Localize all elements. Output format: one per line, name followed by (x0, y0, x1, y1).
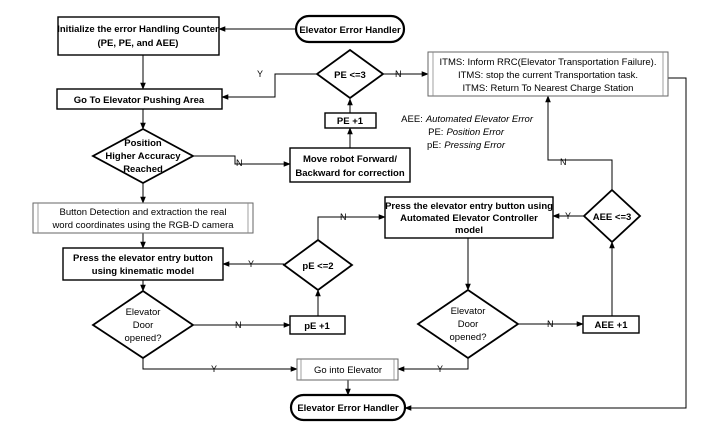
door2-line-1: Elevator (451, 306, 486, 317)
label-pe2-no: N (340, 212, 347, 222)
label-door2-yes: Y (437, 364, 443, 374)
legend: AEE:Automated Elevator Error PE:Position… (401, 114, 534, 151)
legend-aee: AEE:Automated Elevator Error (401, 114, 534, 125)
button-detection-line-1: Button Detection and extraction the real (60, 207, 227, 218)
pe2-label: pE <=2 (302, 261, 333, 272)
itms-process: ITMS: Inform RRC(Elevator Transportation… (427, 51, 669, 97)
edge-pe3-yes (221, 73, 317, 100)
door2-line-2: Door (458, 319, 479, 330)
pe-increment-process: PE +1 (324, 112, 377, 129)
aee-increment-process: AEE +1 (582, 315, 640, 334)
door2-decision: Elevator Door opened? (416, 288, 520, 360)
itms-line-3: ITMS: Return To Nearest Charge Station (463, 83, 634, 94)
edge-position-no (193, 155, 291, 167)
edge-door2-yes (397, 358, 469, 372)
itms-line-2: ITMS: stop the current Transportation ta… (458, 70, 638, 81)
aee-increment-label: AEE +1 (594, 320, 628, 331)
move-robot-line-2: Backward for correction (295, 168, 404, 179)
pe2-increment-label: pE +1 (304, 321, 330, 332)
door1-line-1: Elevator (126, 307, 161, 318)
press-aec-line-3: model (455, 225, 483, 236)
pe2-increment-process: pE +1 (289, 315, 346, 335)
goto-area-process: Go To Elevator Pushing Area (56, 88, 223, 110)
pe3-label: PE <=3 (334, 70, 366, 81)
init-line-1: Initialize the error Handling Counter (57, 24, 219, 35)
position-line-1: Position (124, 138, 162, 149)
pe-increment-label: PE +1 (337, 116, 364, 127)
label-door1-no: N (235, 320, 242, 330)
press-aec-line-1: Press the elevator entry button using (385, 201, 553, 212)
go-into-elevator-process: Go into Elevator (296, 358, 399, 381)
press-kinematic-process: Press the elevator entry button using ki… (62, 247, 224, 281)
door1-line-3: opened? (125, 333, 162, 344)
label-pe3-yes: Y (257, 69, 263, 79)
init-line-2: (PE, PE, and AEE) (98, 38, 179, 49)
pe2-decision: pE <=2 (282, 238, 354, 292)
press-aec-process: Press the elevator entry button using Au… (384, 196, 554, 239)
init-process: Initialize the error Handling Counter (P… (57, 16, 220, 56)
move-robot-line-1: Move robot Forward/ (303, 154, 397, 165)
label-door2-no: N (547, 319, 554, 329)
edge-itms-to-end (404, 77, 687, 411)
start-terminal: Elevator Error Handler (294, 14, 406, 44)
label-pe3-no: N (395, 69, 402, 79)
position-decision: Position Higher Accuracy Reached (91, 127, 195, 185)
end-terminal: Elevator Error Handler (289, 393, 407, 422)
door2-line-3: opened? (450, 332, 487, 343)
edge-door1-yes (142, 358, 298, 372)
position-line-3: Reached (123, 164, 163, 175)
door1-decision: Elevator Door opened? (91, 289, 195, 360)
label-door1-yes: Y (211, 364, 217, 374)
label-pe2-yes: Y (248, 259, 254, 269)
edge-labels: Y N N Y N N Y N Y N Y (211, 69, 571, 374)
edge-pe2-no (317, 214, 386, 240)
press-kinematic-line-1: Press the elevator entry button (73, 253, 213, 264)
legend-pe: PE:Position Error (428, 127, 505, 138)
goto-area-label: Go To Elevator Pushing Area (74, 95, 205, 106)
press-aec-line-2: Automated Elevator Controller (400, 213, 538, 224)
edges (140, 26, 687, 411)
end-terminal-label: Elevator Error Handler (297, 403, 399, 414)
label-aee3-yes: Y (565, 211, 571, 221)
start-terminal-label: Elevator Error Handler (299, 25, 401, 36)
aee3-decision: AEE <=3 (582, 188, 642, 244)
itms-line-1: ITMS: Inform RRC(Elevator Transportation… (440, 57, 657, 68)
position-line-2: Higher Accuracy (105, 151, 181, 162)
aee3-label: AEE <=3 (593, 212, 632, 223)
pe3-decision: PE <=3 (315, 48, 385, 100)
edge-aee3-no (545, 95, 613, 190)
press-kinematic-line-2: using kinematic model (92, 266, 194, 277)
move-robot-process: Move robot Forward/ Backward for correct… (289, 147, 411, 183)
button-detection-process: Button Detection and extraction the real… (32, 202, 254, 234)
go-into-elevator-label: Go into Elevator (314, 365, 382, 376)
door1-line-2: Door (133, 320, 154, 331)
label-aee3-no: N (560, 157, 567, 167)
button-detection-line-2: word coordinates using the RGB-D camera (51, 220, 234, 231)
legend-pe-pressing: pE:Pressing Error (427, 140, 506, 151)
label-position-no: N (236, 158, 243, 168)
